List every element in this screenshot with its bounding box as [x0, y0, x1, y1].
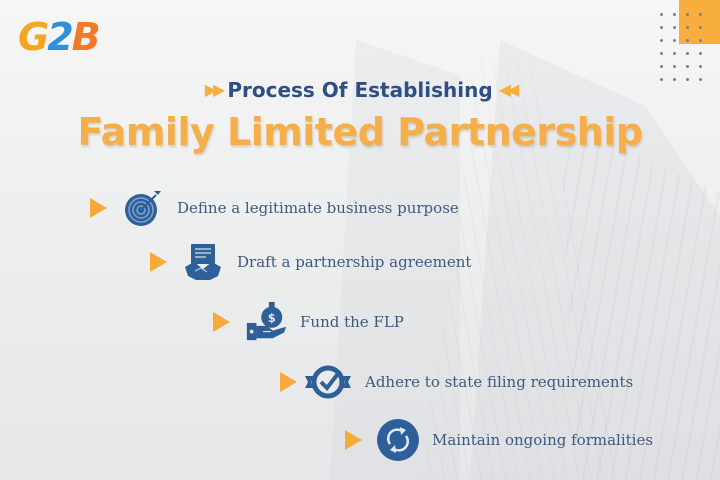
arrow-bullet-icon — [90, 198, 107, 218]
subtitle-text: Process Of Establishing — [227, 78, 493, 102]
decorative-dot-grid — [655, 8, 707, 86]
step-label: Draft a partnership agreement — [237, 253, 472, 271]
double-arrow-left-icon: ◀◀ — [498, 80, 520, 99]
step-3: $ Fund the FLP — [213, 300, 404, 344]
logo-digit-2: 2 — [47, 15, 73, 59]
checkmark-badge-icon — [303, 360, 353, 404]
step-label: Maintain ongoing formalities — [432, 431, 654, 449]
decorative-orange-block — [679, 0, 720, 44]
svg-text:$: $ — [268, 311, 276, 325]
handshake-agreement-icon — [181, 240, 225, 284]
subtitle: ▶▶Process Of Establishing ◀◀ — [0, 78, 720, 102]
step-1: Define a legitimate business purpose — [90, 186, 459, 230]
g2b-logo: G2B — [18, 15, 101, 59]
money-bag-hand-icon: $ — [244, 300, 288, 344]
arrow-bullet-icon — [213, 312, 230, 332]
target-icon — [121, 186, 165, 230]
page-title: Family Limited Partnership — [77, 110, 643, 154]
arrow-bullet-icon — [150, 252, 167, 272]
step-4: Adhere to state filing requirements — [280, 360, 633, 404]
arrow-bullet-icon — [345, 430, 362, 450]
step-label: Fund the FLP — [300, 313, 404, 331]
logo-letter-b: B — [71, 15, 101, 59]
step-5: Maintain ongoing formalities — [345, 418, 653, 462]
step-2: Draft a partnership agreement — [150, 240, 471, 284]
background-building — [560, 120, 720, 480]
step-label: Define a legitimate business purpose — [177, 199, 459, 217]
arrow-bullet-icon — [280, 372, 297, 392]
logo-letter-g: G — [18, 15, 49, 59]
double-arrow-right-icon: ▶▶ — [204, 80, 226, 99]
refresh-cycle-icon — [376, 418, 420, 462]
step-label: Adhere to state filing requirements — [365, 373, 634, 391]
